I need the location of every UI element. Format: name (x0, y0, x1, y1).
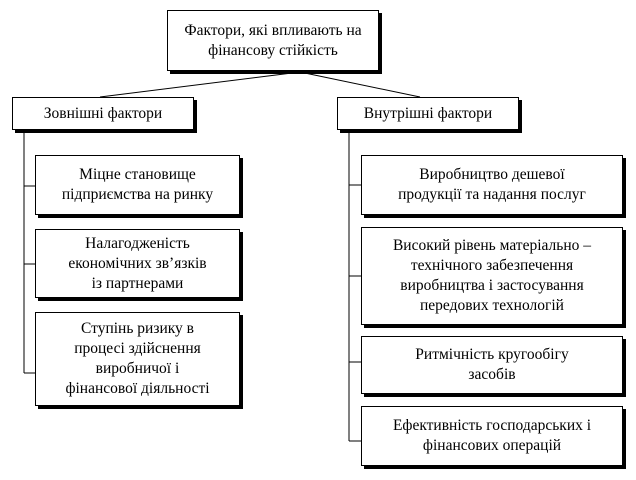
external-factor-item: Ступінь ризику в процесі здійснення виро… (35, 312, 240, 406)
internal-factors-header: Внутрішні фактори (337, 97, 519, 130)
internal-factor-item: Високий рівень матеріально – технічного … (361, 227, 623, 325)
external-factors-header: Зовнішні фактори (12, 97, 194, 130)
root-connector-right (299, 71, 421, 98)
external-factor-item: Налагодженість економічних зв’язків із п… (35, 229, 240, 298)
external-factor-item: Міцне становище підприємства на ринку (35, 155, 240, 215)
internal-factor-item: Виробництво дешевої продукції та надання… (361, 155, 623, 215)
internal-factor-item: Ефективність господарських і фінансових … (361, 406, 623, 466)
root-factor-box: Фактори, які впливають на фінансову стій… (167, 10, 379, 71)
internal-factor-item: Ритмічність кругообігу засобів (361, 336, 623, 394)
root-connector-left (99, 71, 301, 98)
